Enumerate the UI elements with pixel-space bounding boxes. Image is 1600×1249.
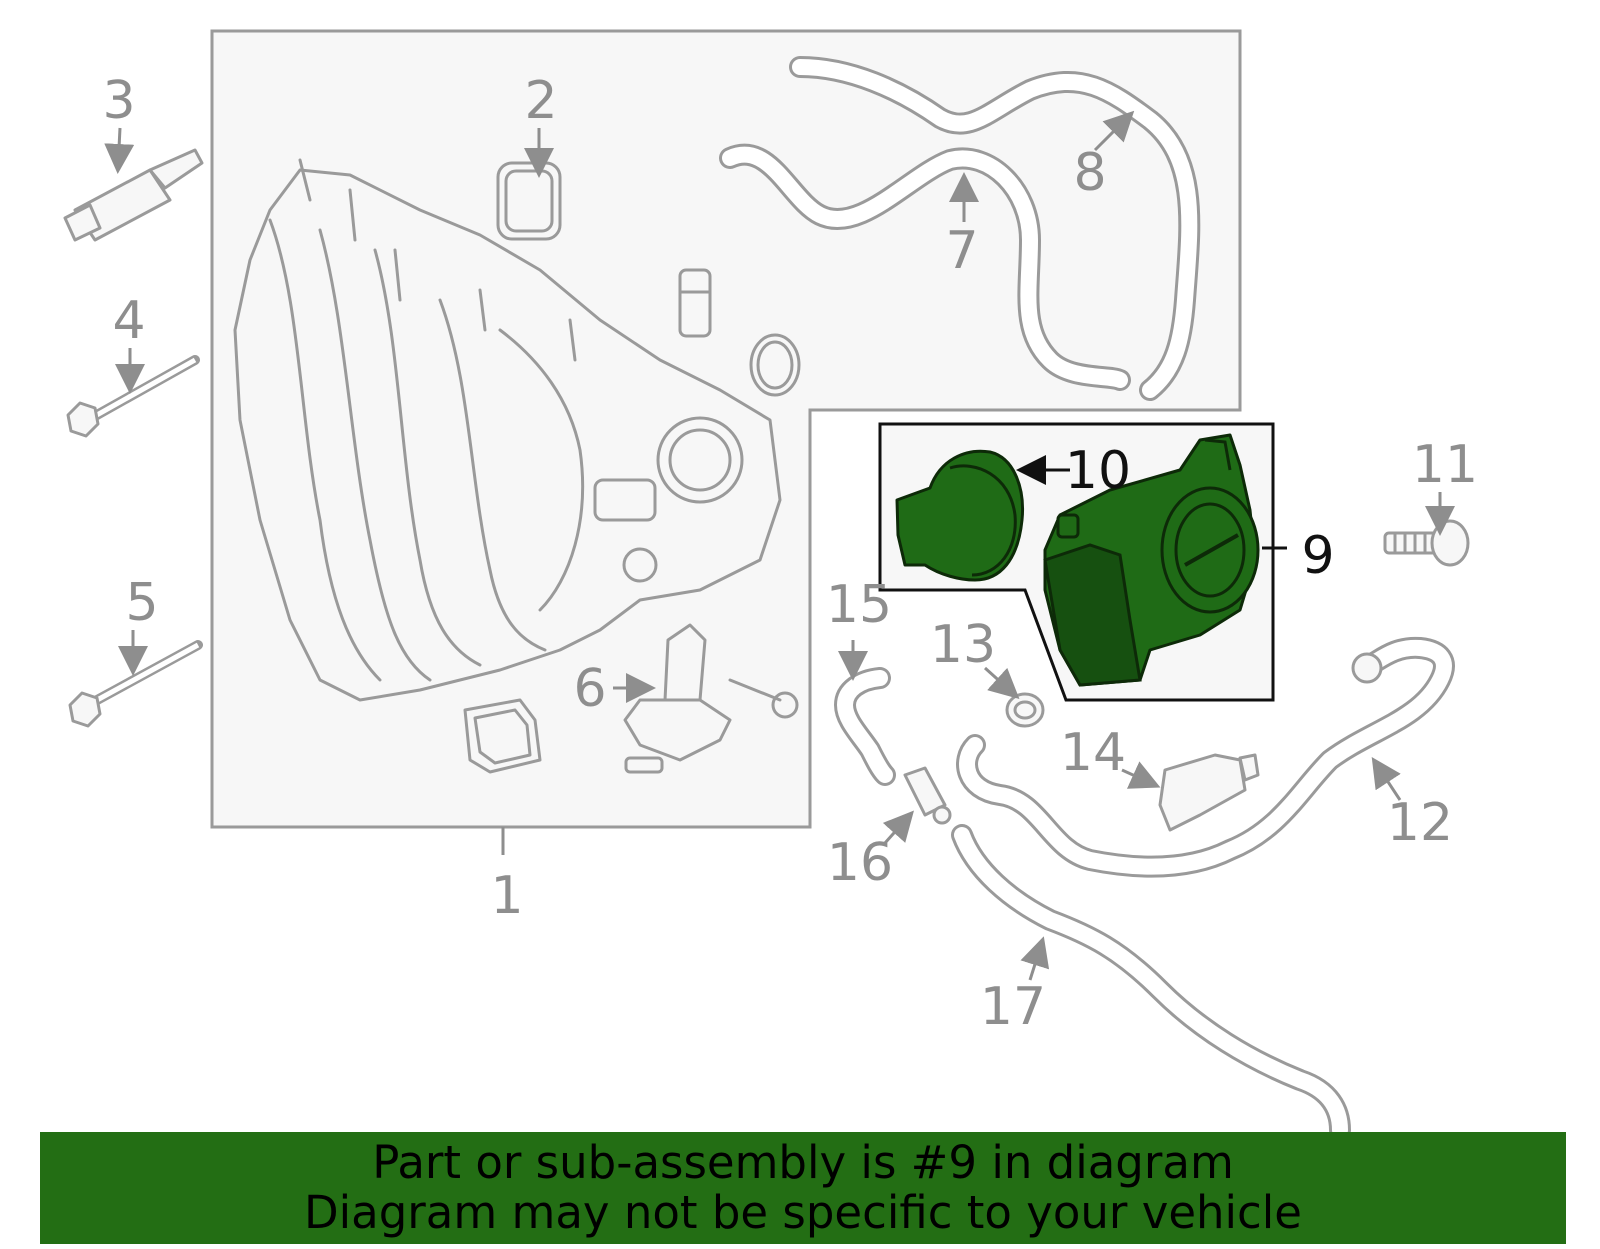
hose-part-15 [834,667,896,786]
callout-15: 15 [826,575,892,635]
leader-arrows [104,110,1455,981]
callout-4: 4 [112,291,145,351]
valve-part-6 [623,623,799,774]
banner-line-1: Part or sub-assembly is #9 in diagram [372,1136,1234,1189]
info-banner: Part or sub-assembly is #9 in diagram Di… [40,1132,1566,1244]
callout-12: 12 [1387,793,1453,853]
callout-8: 8 [1073,143,1106,203]
callout-1: 1 [490,866,523,926]
gasket-lower-drawing [463,698,542,774]
clamp-part-13 [1005,692,1045,728]
banner-line-2: Diagram may not be specific to your vehi… [304,1186,1302,1239]
fitting-part-16 [903,766,952,825]
throttle-body-part-9 [1043,433,1260,687]
callout-11: 11 [1412,435,1478,495]
callout-16: 16 [827,833,893,893]
callout-2: 2 [524,71,557,131]
throttle-gasket-part-10 [895,449,1025,582]
plug-and-oring-drawing [678,268,801,397]
callout-labels: 1 2 3 4 5 6 7 8 9 10 11 12 13 14 15 16 1… [102,71,1478,1037]
callout-6: 6 [573,659,606,719]
hose-part-17 [951,824,1351,1141]
sensor-part-3 [63,148,204,242]
callout-5: 5 [125,573,158,633]
callout-17: 17 [980,977,1046,1037]
callout-9: 9 [1301,526,1334,586]
bolt-part-11 [1383,519,1470,567]
hose-part-8 [789,56,1201,401]
callout-13: 13 [930,615,996,675]
hose-part-7 [719,143,1131,391]
callout-10: 10 [1065,441,1131,501]
callout-7: 7 [945,221,978,281]
sensor-part-14 [1158,753,1260,832]
intake-manifold-drawing [233,158,782,702]
callout-14: 14 [1060,723,1126,783]
hose-part-12 [956,636,1455,878]
callout-3: 3 [102,71,135,131]
